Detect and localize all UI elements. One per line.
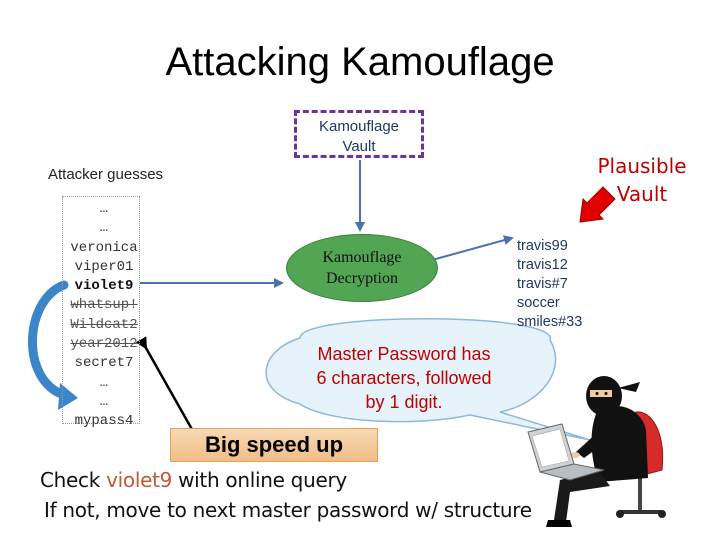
bubble-line1: Master Password has [317, 344, 491, 364]
plausible-password: travis12 [517, 257, 568, 273]
plausible-password: soccer [517, 295, 560, 311]
check-suffix: with online query [172, 468, 347, 492]
plausible-label-line2: Vault [616, 182, 668, 206]
plausible-password-list: travis99 travis12 travis#7 soccer smiles… [517, 237, 582, 332]
plausible-password: travis99 [517, 238, 568, 254]
guess-item-skipped: year2012 [70, 336, 138, 353]
speech-bubble-text: Master Password has 6 characters, follow… [296, 342, 512, 414]
plausible-arrow-icon [579, 186, 616, 223]
guess-item: … [99, 374, 109, 391]
guess-list: … … veronica viper01 violet9 whatsup! Wi… [62, 200, 146, 432]
vault-label-line2: Vault [342, 138, 376, 155]
check-line: Check violet9 with online query [40, 468, 347, 492]
guess-list-box [62, 196, 140, 424]
guess-item: … [99, 393, 109, 410]
decryption-label-line1: Kamouflage [322, 249, 402, 266]
kamouflage-decryption-node: Kamouflage Decryption [286, 234, 438, 302]
guess-item: viper01 [74, 258, 134, 275]
kamouflage-vault-box: Kamouflage Vault [294, 110, 424, 158]
bubble-line3: by 1 digit. [365, 392, 443, 412]
bubble-line2: 6 characters, followed [316, 368, 492, 388]
vault-label-line1: Kamouflage [318, 118, 400, 135]
plausible-password: smiles#33 [517, 314, 583, 330]
skip-loop-arrow [28, 280, 69, 400]
next-step-line: If not, move to next master password w/ … [44, 498, 532, 522]
hacker-illustration [527, 376, 666, 527]
guess-item: … [99, 220, 109, 237]
guess-item: mypass4 [74, 413, 134, 430]
plausible-label-line1: Plausible [597, 154, 687, 178]
plausible-vault-label: Plausible Vault [596, 152, 688, 208]
guess-item: … [99, 201, 109, 217]
slide-title: Attacking Kamouflage [165, 40, 555, 84]
guess-item-skipped: Wildcat2 [70, 316, 138, 333]
guess-item: veronica [70, 239, 138, 256]
guess-item-skipped: whatsup! [70, 297, 138, 314]
check-prefix: Check [40, 468, 107, 492]
speech-bubble [265, 318, 591, 441]
guess-item-highlighted: violet9 [74, 278, 134, 295]
attacker-guesses-label: Attacker guesses [48, 166, 164, 183]
guess-item: secret7 [74, 355, 134, 372]
decryption-to-vault-arrow [431, 235, 514, 261]
check-word: violet9 [106, 468, 173, 492]
plausible-password: travis#7 [517, 276, 568, 292]
pointer-arrow [135, 336, 200, 441]
big-speed-up-box: Big speed up [170, 428, 378, 462]
decryption-label-line2: Decryption [326, 270, 398, 287]
skip-loop-arrowhead [58, 383, 78, 410]
